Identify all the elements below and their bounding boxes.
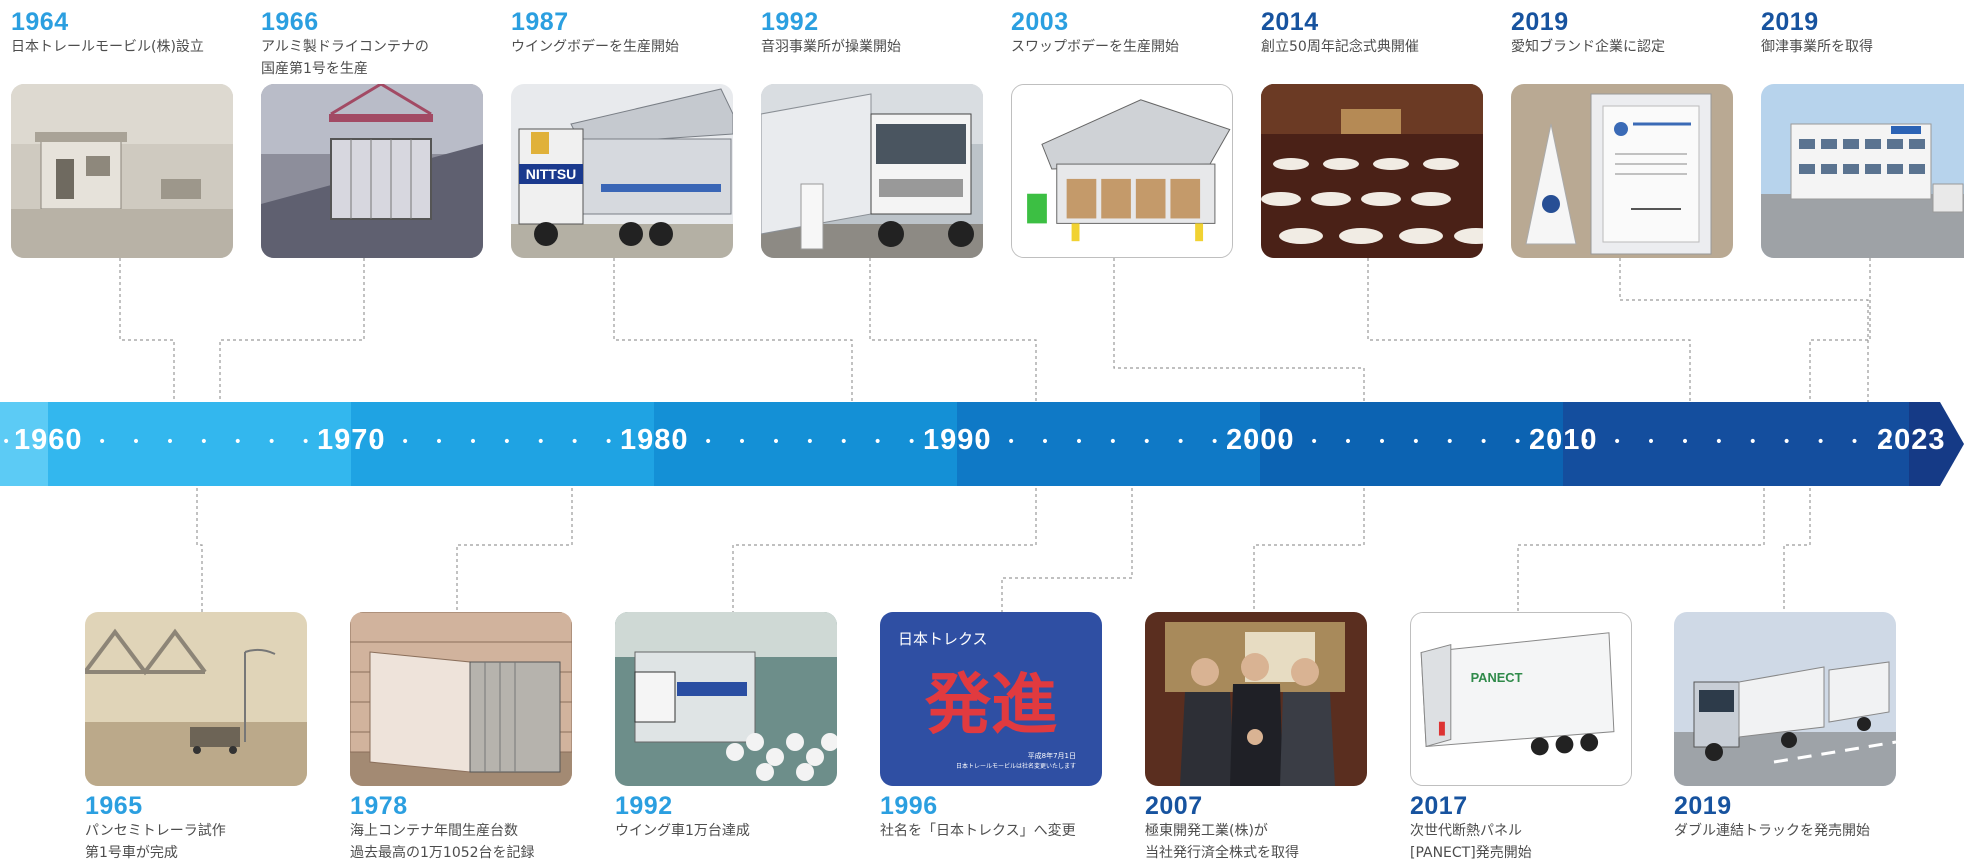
event-1964: 1964 日本トレールモービル(株)設立 (11, 8, 233, 58)
event-year: 2019 (1674, 792, 1732, 820)
photo-factory-celebration (615, 612, 837, 786)
timeline-dot: • (2, 434, 21, 450)
event-2019-aichi: 2019 愛知ブランド企業に認定 (1511, 8, 1733, 58)
photo-shipping-containers (350, 612, 572, 786)
axis-label-2000: 2000 (1226, 424, 1295, 456)
event-1978: 1978 海上コンテナ年間生産台数 過去最高の1万1052台を記録 (350, 792, 572, 864)
event-year: 1978 (350, 792, 408, 820)
event-1992-otowa: 1992 音羽事業所が操業開始 (761, 8, 983, 58)
timeline-dots: • • • • • • • • • (98, 434, 389, 450)
poster-note-text: 日本トレールモービルは社名変更いたします (956, 762, 1076, 770)
event-year: 1992 (615, 792, 673, 820)
axis-label-2023: 2023 (1877, 424, 1946, 456)
photo-double-trailer-truck (1674, 612, 1896, 786)
event-year: 1992 (761, 8, 819, 36)
timeline-dots: • • • • • • • • • (401, 434, 692, 450)
event-2019-double: 2019 ダブル連結トラックを発売開始 (1674, 792, 1896, 842)
photo-mito-office (1761, 84, 1964, 258)
event-year: 1996 (880, 792, 938, 820)
event-1966: 1966 アルミ製ドライコンテナの 国産第1号を生産 (261, 8, 483, 80)
event-year: 2007 (1145, 792, 1203, 820)
photo-nittsu-wing-truck: NITTSU (511, 84, 733, 258)
photo-renaming-poster: 日本トレクス 発進 平成8年7月1日 日本トレールモービルは社名変更いたします (880, 612, 1102, 786)
poster-main-text: 発進 (925, 666, 1057, 743)
poster-brand-text: 日本トレクス (898, 630, 988, 648)
event-caption: ウイング車1万台達成 (615, 823, 750, 839)
timeline-dots: • • • • • • • • • (1613, 434, 1904, 450)
axis-label-1960: 1960 (14, 424, 83, 456)
event-2007: 2007 極東開発工業(株)が 当社発行済全株式を取得 (1145, 792, 1367, 864)
event-1965: 1965 パンセミトレーラ試作 第1号車が完成 (85, 792, 307, 864)
event-caption: 創立50周年記念式典開催 (1261, 39, 1419, 55)
event-caption: 音羽事業所が操業開始 (761, 39, 901, 55)
truck-logo-text: NITTSU (526, 166, 577, 182)
event-year: 1964 (11, 8, 69, 36)
event-2017: 2017 次世代断熱パネル [PANECT]発売開始 (1410, 792, 1632, 864)
event-2014: 2014 創立50周年記念式典開催 (1261, 8, 1483, 58)
photo-panect-truck: PANECT (1410, 612, 1632, 786)
event-caption: スワップボデーを生産開始 (1011, 39, 1179, 55)
event-caption: パンセミトレーラ試作 第1号車が完成 (85, 823, 226, 861)
event-year: 1987 (511, 8, 569, 36)
event-year: 2019 (1511, 8, 1569, 36)
photo-isuzu-truck (761, 84, 983, 258)
axis-label-2010: 2010 (1529, 424, 1598, 456)
event-caption: 愛知ブランド企業に認定 (1511, 39, 1665, 55)
event-2019-mito: 2019 御津事業所を取得 (1761, 8, 1964, 58)
event-year: 2017 (1410, 792, 1468, 820)
event-caption: 社名を「日本トレクス」へ変更 (880, 823, 1076, 839)
event-caption: 次世代断熱パネル [PANECT]発売開始 (1410, 823, 1532, 861)
event-caption: 海上コンテナ年間生産台数 過去最高の1万1052台を記録 (350, 823, 535, 861)
poster-note-date: 平成8年7月1日 (1028, 751, 1076, 760)
timeline-band (0, 402, 1964, 486)
panect-logo-text: PANECT (1471, 670, 1523, 685)
timeline-dots: • • • • • • • • • (704, 434, 995, 450)
photo-brand-certificate (1511, 84, 1733, 258)
photo-semitrailer-bridge (85, 612, 307, 786)
axis-label-1990: 1990 (923, 424, 992, 456)
event-caption: ウイングボデーを生産開始 (511, 39, 679, 55)
photo-handshake (1145, 612, 1367, 786)
photo-anniversary-ceremony (1261, 84, 1483, 258)
timeline-dots: • • • • • • • • • (1310, 434, 1601, 450)
event-caption: 御津事業所を取得 (1761, 39, 1873, 55)
timeline-dots: • • • • • • • • • (1007, 434, 1298, 450)
photo-trailer-office (11, 84, 233, 258)
event-1992-wing: 1992 ウイング車1万台達成 (615, 792, 837, 842)
axis-label-1980: 1980 (620, 424, 689, 456)
event-2003: 2003 スワップボデーを生産開始 (1011, 8, 1233, 58)
event-1987: 1987 ウイングボデーを生産開始 (511, 8, 733, 58)
event-year: 2003 (1011, 8, 1069, 36)
event-caption: アルミ製ドライコンテナの 国産第1号を生産 (261, 39, 429, 77)
event-year: 1965 (85, 792, 143, 820)
photo-container-loading (261, 84, 483, 258)
event-year: 1966 (261, 8, 319, 36)
event-year: 2019 (1761, 8, 1819, 36)
event-1996: 1996 社名を「日本トレクス」へ変更 (880, 792, 1102, 842)
event-caption: 日本トレールモービル(株)設立 (11, 39, 204, 55)
photo-swap-body (1011, 84, 1233, 258)
event-caption: 極東開発工業(株)が 当社発行済全株式を取得 (1145, 823, 1299, 861)
event-year: 2014 (1261, 8, 1319, 36)
event-caption: ダブル連結トラックを発売開始 (1674, 823, 1870, 839)
axis-label-1970: 1970 (317, 424, 386, 456)
